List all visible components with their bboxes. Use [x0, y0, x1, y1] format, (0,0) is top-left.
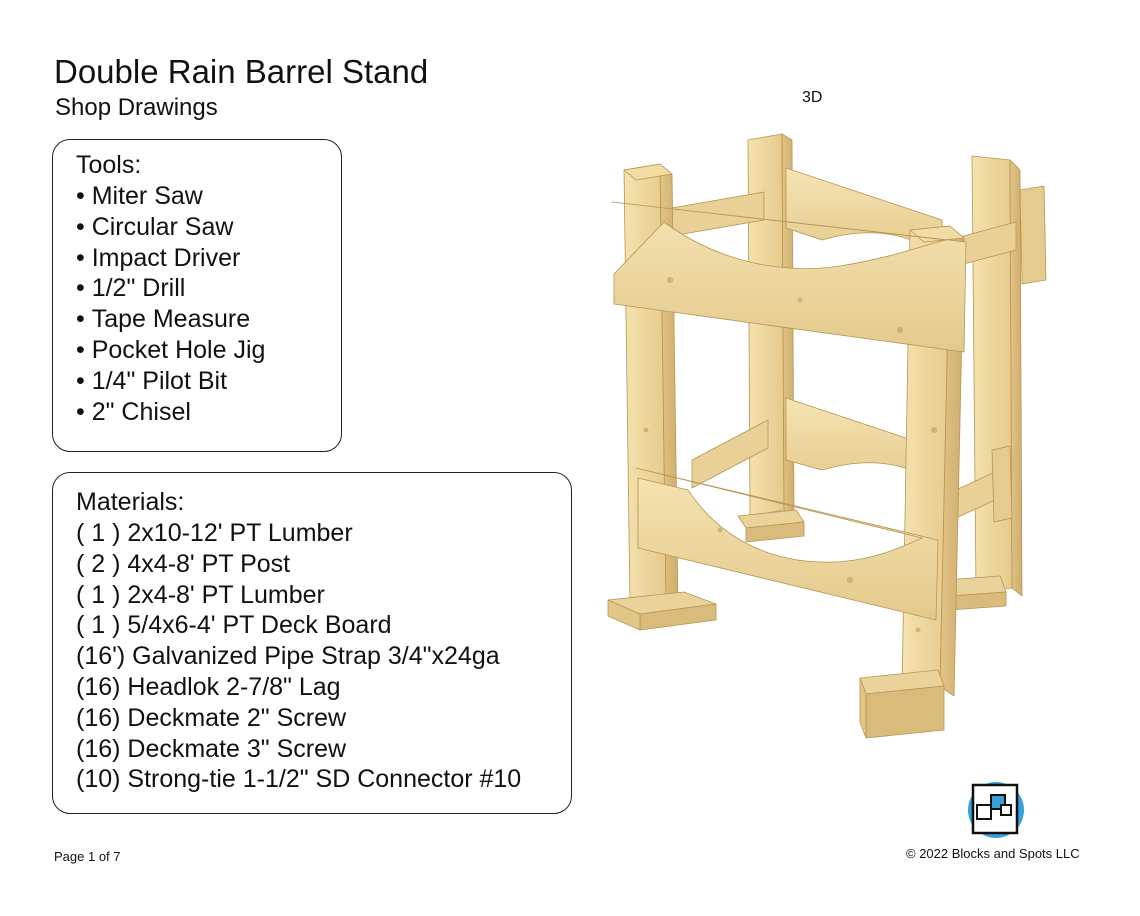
- page-number: Page 1 of 7: [54, 849, 121, 864]
- document-title: Double Rain Barrel Stand: [54, 53, 429, 90]
- material-item: (10) Strong-tie 1-1/2" SD Connector #10: [76, 765, 522, 794]
- material-item: ( 1 ) 2x10-12' PT Lumber: [76, 519, 353, 547]
- material-item: (16) Headlok 2-7/8" Lag: [76, 672, 341, 701]
- tool-item: Miter Saw: [76, 181, 341, 212]
- board-front-lower: [635, 467, 939, 621]
- material-item: (16) Deckmate 3" Screw: [76, 734, 347, 763]
- materials-box: Materials: ( 1 ) 2x10-12' PT Lumber ( 2 …: [52, 472, 572, 814]
- materials-heading: Materials:: [76, 488, 185, 516]
- tools-box: Tools: Miter Saw Circular Saw Impact Dri…: [52, 139, 342, 452]
- material-item: (16) Deckmate 2" Screw: [76, 703, 347, 732]
- copyright-notice: © 2022 Blocks and Spots LLC: [906, 846, 1080, 861]
- tool-item: 1/2" Drill: [76, 273, 341, 304]
- tool-item: Impact Driver: [76, 243, 341, 274]
- cleat-right-lower: [991, 445, 1013, 523]
- tool-item: 1/4" Pilot Bit: [76, 366, 341, 397]
- board-front-upper: [611, 201, 967, 353]
- view-label: 3D: [802, 89, 823, 106]
- rail-left-lower: [691, 419, 769, 489]
- tools-list: Miter Saw Circular Saw Impact Driver 1/2…: [76, 181, 341, 427]
- tool-item: Circular Saw: [76, 212, 341, 243]
- tool-item: Tape Measure: [76, 304, 341, 335]
- tool-item: Pocket Hole Jig: [76, 335, 341, 366]
- tool-item: 2" Chisel: [76, 397, 341, 428]
- company-logo-icon: [968, 782, 1024, 838]
- materials-list: ( 1 ) 2x10-12' PT Lumber ( 2 ) 4x4-8' PT…: [76, 518, 571, 795]
- cleat-right-upper: [1019, 185, 1047, 285]
- material-item: (16') Galvanized Pipe Strap 3/4"x24ga: [76, 642, 500, 671]
- material-item: ( 1 ) 5/4x6-4' PT Deck Board: [76, 611, 392, 640]
- material-item: ( 1 ) 2x4-8' PT Lumber: [76, 580, 325, 609]
- tools-heading: Tools:: [76, 151, 142, 179]
- stand-3d-render: [607, 133, 1047, 739]
- document-subtitle: Shop Drawings: [55, 94, 218, 121]
- material-item: ( 2 ) 4x4-8' PT Post: [76, 549, 291, 578]
